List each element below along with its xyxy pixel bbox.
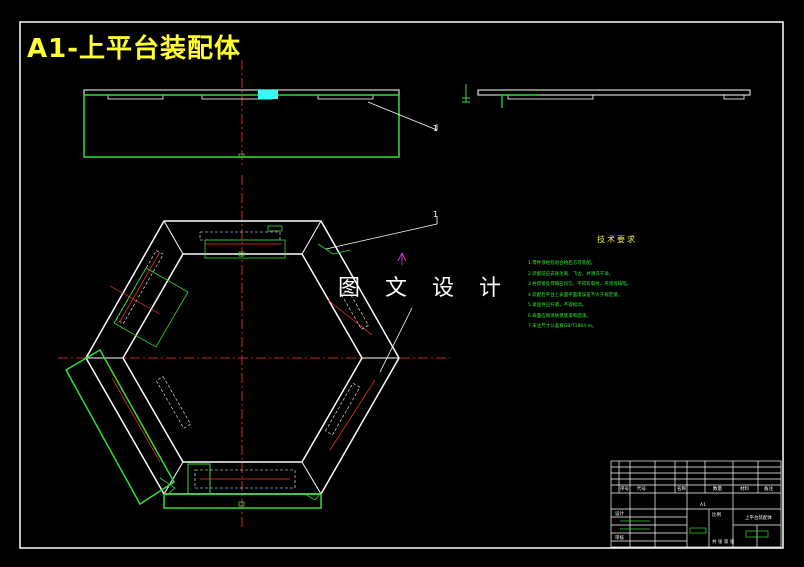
title-block-scale: 比例 — [712, 513, 721, 518]
title-block-approve: 审核 — [615, 536, 624, 541]
title-block-seq: 序号 — [620, 487, 629, 492]
title-block-name: 名称 — [677, 487, 686, 492]
tech-requirement-item: 7.未注尺寸公差按GB/T1804-m。 — [528, 324, 597, 329]
title-block-sheet: 共 张 第 张 — [712, 540, 735, 545]
title-block — [610, 460, 782, 548]
drawing-title: A1-上平台装配体 — [27, 34, 242, 64]
side-view — [462, 84, 751, 108]
title-block-designer: 设计 — [615, 512, 624, 517]
tech-requirement-item: 6.表面应喷涂防锈底漆和面漆。 — [528, 313, 591, 319]
part-balloon-1: 1 — [433, 124, 439, 133]
tech-requirement-item: 1.零件须经检验合格后方可装配。 — [528, 261, 596, 266]
magenta-datum-symbol — [397, 252, 407, 265]
title-block-material: 材料 — [740, 487, 749, 492]
title-block-remark: 备注 — [764, 487, 773, 492]
title-block-drawing-name: 上平台装配体 — [745, 516, 772, 521]
front-view — [83, 60, 438, 165]
title-block-drawing-code: A1 — [700, 503, 706, 508]
part-balloon-2: 1 — [433, 210, 439, 219]
technical-requirements-heading: 技术要求 — [597, 235, 637, 244]
plan-view — [58, 175, 450, 530]
watermark-text: 图 文 设 计 — [338, 276, 510, 301]
tech-requirement-item: 2.装配前应去除毛刺、飞边，并清洗干净。 — [528, 271, 614, 277]
technical-requirements-list: 1.零件须经检验合格后方可装配。 2.装配前应去除毛刺、飞边，并清洗干净。 3.… — [528, 259, 631, 333]
tech-requirement-item: 5.紧固件应拧紧，不得松动。 — [528, 303, 587, 308]
cyan-weld-marker — [258, 90, 278, 99]
title-block-code: 代号 — [637, 487, 646, 492]
drawing-border — [19, 21, 784, 549]
title-block-qty: 数量 — [713, 487, 722, 492]
tech-requirement-item: 3.各焊接处焊缝应均匀，不得有裂纹、夹渣等缺陷。 — [528, 282, 632, 287]
tech-requirement-item: 4.装配后平台上表面平面度误差不大于规定值。 — [528, 292, 623, 298]
